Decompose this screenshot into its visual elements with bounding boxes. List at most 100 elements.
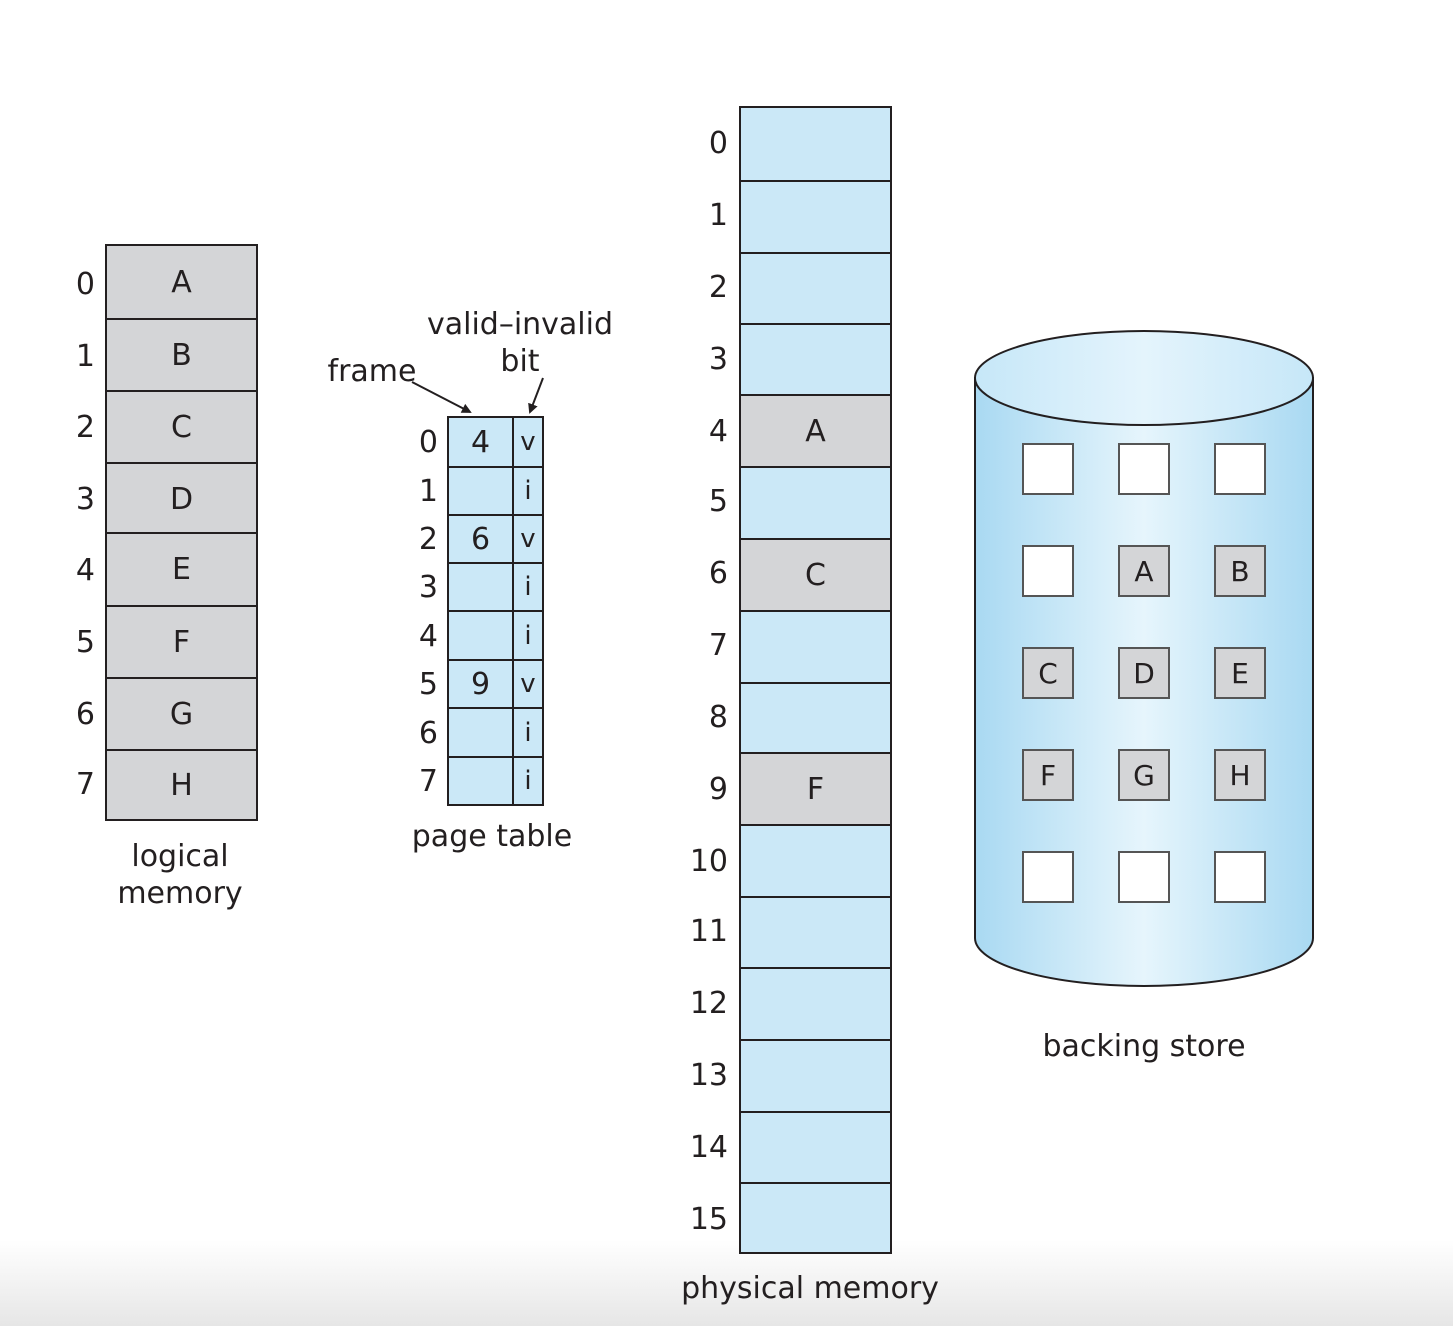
valid-invalid-label: valid–invalid bit xyxy=(420,306,620,380)
backing-store-slot: D xyxy=(1118,647,1170,699)
page-table-index-label: 7 xyxy=(418,764,438,799)
cylinder-top xyxy=(974,330,1314,426)
physical-index-label: 5 xyxy=(708,484,728,519)
logical-page-cell: B xyxy=(107,318,256,390)
backing-store-slot: H xyxy=(1214,749,1266,801)
physical-frame-cell xyxy=(741,610,890,682)
page-table-index-label: 1 xyxy=(418,474,438,509)
page-table-frame-cell: 4 xyxy=(449,418,512,466)
physical-index-label: 3 xyxy=(708,342,728,377)
page-table-frame-cell xyxy=(449,756,512,804)
physical-index-label: 12 xyxy=(689,986,728,1021)
page-table-frame-cell xyxy=(449,707,512,756)
page-table-frame-cell xyxy=(449,610,512,659)
logical-index-label: 2 xyxy=(75,410,95,445)
page-table-bit-cell: v xyxy=(514,659,542,707)
backing-store-slot: F xyxy=(1022,749,1074,801)
logical-page-cell: D xyxy=(107,462,256,534)
physical-frame-cell xyxy=(741,466,890,538)
physical-index-label: 14 xyxy=(689,1130,728,1165)
page-table-frame-cell xyxy=(449,466,512,514)
backing-store-slot xyxy=(1118,443,1170,495)
physical-index-label: 4 xyxy=(708,414,728,449)
physical-index-label: 10 xyxy=(689,844,728,879)
logical-page-cell: E xyxy=(107,532,256,605)
logical-memory-stack: A B C D E F G H xyxy=(105,244,258,821)
page-table-index-label: 5 xyxy=(418,667,438,702)
page-table-index-label: 6 xyxy=(418,716,438,751)
page-table-bit-cell: v xyxy=(514,418,542,466)
page-table-index-label: 2 xyxy=(418,522,438,557)
backing-store-slot: A xyxy=(1118,545,1170,597)
logical-page-cell: G xyxy=(107,677,256,749)
logical-index-label: 1 xyxy=(75,339,95,374)
physical-frame-cell xyxy=(741,682,890,752)
physical-index-label: 13 xyxy=(689,1058,728,1093)
physical-frame-cell xyxy=(741,896,890,967)
logical-page-cell: F xyxy=(107,605,256,677)
page-table-stack: 4 v i 6 v i i 9 v i i xyxy=(447,416,544,806)
backing-store-slot xyxy=(1022,443,1074,495)
backing-store-slot xyxy=(1022,851,1074,903)
bottom-gradient xyxy=(0,1240,1453,1326)
page-table-frame-cell: 9 xyxy=(449,659,512,707)
page-table-bit-cell: i xyxy=(514,562,542,610)
page-table-index-label: 3 xyxy=(418,570,438,605)
logical-memory-caption: logical memory xyxy=(80,838,280,912)
backing-store-slot xyxy=(1214,851,1266,903)
physical-index-label: 2 xyxy=(708,270,728,305)
logical-memory-caption-line2: memory xyxy=(117,876,243,911)
physical-memory-caption: physical memory xyxy=(681,1271,939,1306)
physical-index-label: 0 xyxy=(708,126,728,161)
page-table-bit-cell: i xyxy=(514,756,542,804)
valid-invalid-label-line1: valid–invalid xyxy=(426,307,614,342)
logical-index-label: 6 xyxy=(75,697,95,732)
physical-frame-cell: A xyxy=(741,394,890,466)
physical-index-label: 9 xyxy=(708,772,728,807)
valid-invalid-label-line2: bit xyxy=(500,344,540,379)
physical-index-label: 8 xyxy=(708,700,728,735)
physical-frame-cell xyxy=(741,967,890,1039)
logical-index-label: 7 xyxy=(75,767,95,802)
backing-store-slot: E xyxy=(1214,647,1266,699)
logical-page-cell: A xyxy=(107,246,256,318)
physical-frame-cell xyxy=(741,1039,890,1111)
physical-frame-cell: C xyxy=(741,538,890,610)
physical-index-label: 7 xyxy=(708,628,728,663)
logical-page-cell: C xyxy=(107,390,256,462)
backing-store-slot xyxy=(1022,545,1074,597)
page-table-bit-cell: i xyxy=(514,466,542,514)
logical-index-label: 3 xyxy=(75,482,95,517)
page-table-bit-cell: v xyxy=(514,514,542,562)
page-table-caption: page table xyxy=(411,819,573,854)
physical-frame-cell xyxy=(741,824,890,896)
physical-index-label: 11 xyxy=(689,914,728,949)
backing-store-slot: C xyxy=(1022,647,1074,699)
logical-page-cell: H xyxy=(107,749,256,819)
page-table-index-label: 0 xyxy=(418,425,438,460)
physical-frame-cell xyxy=(741,108,890,180)
page-table-column-divider xyxy=(512,418,514,804)
physical-frame-cell xyxy=(741,180,890,252)
page-table-frame-cell xyxy=(449,562,512,610)
logical-index-label: 4 xyxy=(75,553,95,588)
backing-store-slot: B xyxy=(1214,545,1266,597)
physical-frame-cell xyxy=(741,323,890,394)
physical-frame-cell xyxy=(741,1182,890,1252)
physical-frame-cell xyxy=(741,1111,890,1182)
page-table-frame-cell: 6 xyxy=(449,514,512,562)
page-table-bit-cell: i xyxy=(514,707,542,756)
physical-index-label: 6 xyxy=(708,556,728,591)
backing-store-caption: backing store xyxy=(1042,1029,1246,1064)
physical-index-label: 1 xyxy=(708,198,728,233)
backing-store-slot xyxy=(1214,443,1266,495)
backing-store-slot xyxy=(1118,851,1170,903)
logical-memory-caption-line1: logical xyxy=(131,839,229,874)
physical-memory-stack: A C F xyxy=(739,106,892,1254)
page-table-bit-cell: i xyxy=(514,610,542,659)
backing-store-slot: G xyxy=(1118,749,1170,801)
logical-index-label: 5 xyxy=(75,625,95,660)
physical-index-label: 15 xyxy=(689,1202,728,1237)
page-table-index-label: 4 xyxy=(418,619,438,654)
logical-index-label: 0 xyxy=(75,267,95,302)
